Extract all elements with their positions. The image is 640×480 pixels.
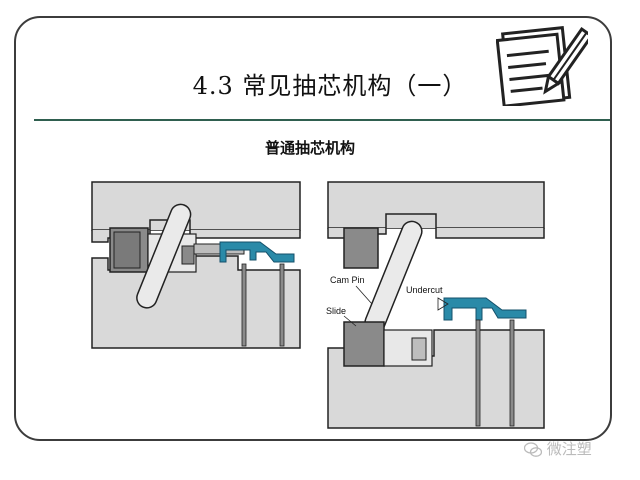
open-mold-diagram: Cam Pin Undercut Slide — [326, 181, 545, 429]
closed-mold-diagram — [91, 181, 301, 349]
watermark: 微注塑 — [523, 438, 624, 462]
slide-title: 4.3 常见抽芯机构（一） — [192, 72, 468, 100]
undercut-label: Undercut — [406, 285, 443, 295]
cam-pin-label: Cam Pin — [330, 275, 365, 285]
molded-part — [219, 241, 295, 263]
slide-block — [343, 321, 385, 367]
notepad-pencil-icon — [496, 26, 588, 106]
molded-part — [443, 297, 527, 321]
title-divider — [34, 119, 610, 121]
top-plate — [91, 181, 301, 231]
wechat-icon — [523, 441, 543, 457]
slide-subtitle: 普通抽芯机构 — [264, 139, 355, 157]
watermark-text: 微注塑 — [546, 440, 592, 458]
slide-label: Slide — [326, 306, 346, 316]
cam-pin — [136, 203, 192, 309]
